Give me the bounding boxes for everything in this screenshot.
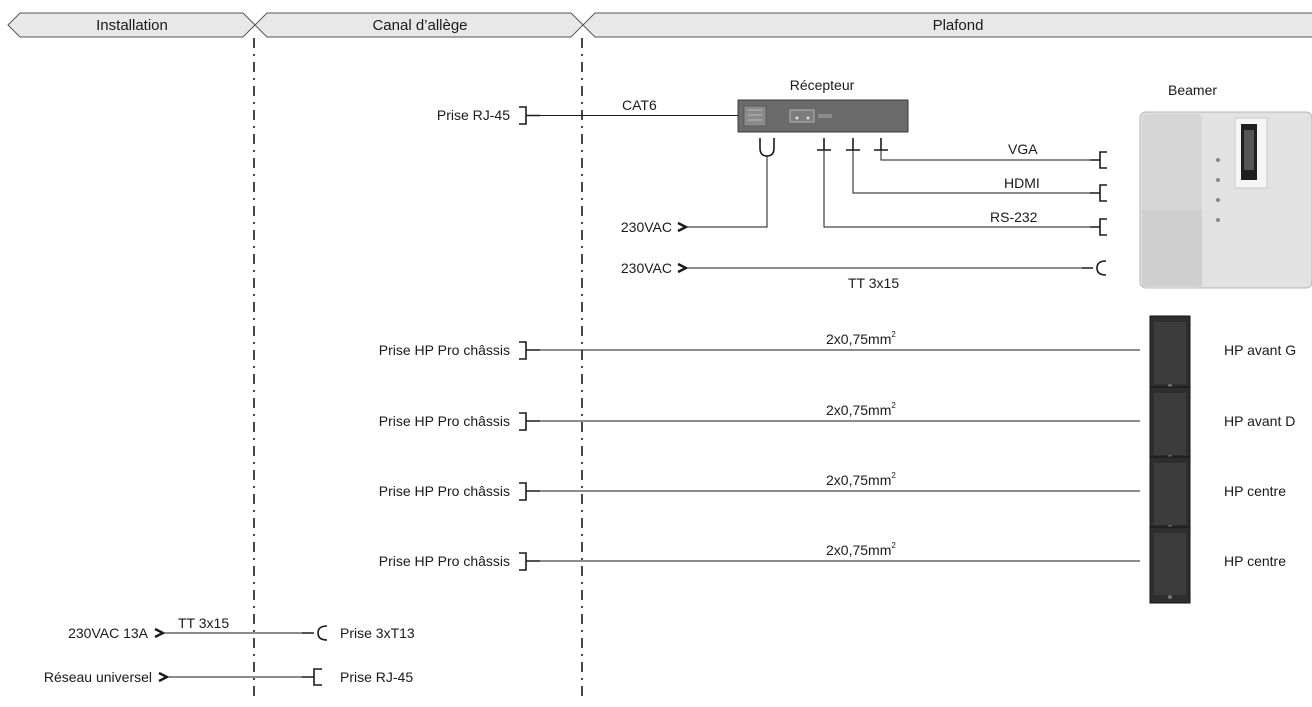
speaker-socket-symbol [519, 482, 540, 501]
speaker-cable-label: 2x0,75mm2 [826, 541, 896, 558]
speaker-socket-symbol [519, 341, 540, 360]
speaker-cable-label: 2x0,75mm2 [826, 471, 896, 488]
receiver-input-socket-label: Prise RJ-45 [437, 107, 510, 123]
receiver-front-panel [743, 105, 767, 127]
installation-power-socket: Prise 3xT13 [340, 625, 415, 641]
installation-network-source: Réseau universel [44, 669, 152, 685]
hdmi-connector [1090, 184, 1107, 202]
hdmi-cable [852, 150, 1090, 194]
speaker-name: HP centre [1224, 483, 1286, 499]
speaker-cable-label: 2x0,75mm2 [826, 330, 896, 347]
speaker-cable-spec: 2x0,75mm [826, 472, 891, 488]
speaker-grille [1154, 322, 1186, 384]
receiver-input-cable-label: CAT6 [622, 97, 657, 113]
speaker-grille [1154, 463, 1186, 525]
speaker-led [1168, 595, 1172, 599]
header-plafond-shape [582, 12, 1312, 38]
speaker-name: HP centre [1224, 553, 1286, 569]
header-canal: Canal d’allège [372, 17, 467, 34]
header-bar: Installation Canal d’allège Plafond [7, 12, 1312, 38]
speaker-name: HP avant D [1224, 413, 1295, 429]
speaker-cable-superscript: 2 [891, 541, 896, 550]
speaker-socket-label: Prise HP Pro châssis [379, 483, 510, 499]
installation-power-cable-label: TT 3x15 [178, 615, 229, 631]
speaker-name: HP avant G [1224, 342, 1296, 358]
speaker-grille [1154, 393, 1186, 455]
hdmi-label: HDMI [1004, 175, 1040, 191]
installation-power-source: 230VAC 13A [68, 625, 149, 641]
speaker-cable-superscript: 2 [891, 330, 896, 339]
speaker-cable-spec: 2x0,75mm [826, 331, 891, 347]
speaker-socket-label: Prise HP Pro châssis [379, 553, 510, 569]
beamer-power-label: 230VAC [621, 260, 672, 276]
beamer-group: Beamer [1139, 82, 1312, 289]
receiver-power-1-arrow [677, 221, 689, 233]
receiver-title: Récepteur [790, 77, 855, 93]
speaker-socket-symbol [519, 412, 540, 431]
header-plafond: Plafond [933, 17, 984, 34]
receiver-power-connector [759, 138, 775, 157]
speaker-cable-spec: 2x0,75mm [826, 402, 891, 418]
vga-cable [880, 150, 1090, 161]
receiver-power-1-label: 230VAC [621, 219, 672, 235]
receiver-port-panel [789, 109, 815, 123]
installation-network-arrow [158, 671, 170, 683]
receiver-input-socket-symbol [519, 106, 540, 125]
speaker-cable-label: 2x0,75mm2 [826, 401, 896, 418]
installation-network-connector [302, 668, 322, 686]
receiver-group: Récepteur [737, 77, 909, 133]
beamer-power-cable-label: TT 3x15 [848, 275, 899, 291]
speaker-cable-superscript: 2 [891, 401, 896, 410]
installation-network-socket: Prise RJ-45 [340, 669, 413, 685]
vga-label: VGA [1008, 141, 1038, 157]
rs232-cable [823, 150, 1090, 228]
beamer-title: Beamer [1168, 82, 1217, 98]
header-installation: Installation [96, 17, 168, 34]
rs232-label: RS-232 [990, 209, 1038, 225]
receiver-output-connectors [817, 138, 888, 151]
installation-power-connector [302, 625, 328, 641]
speaker-cable-spec: 2x0,75mm [826, 542, 891, 558]
beamer-power-connector [1082, 260, 1107, 276]
receiver-power-cable [712, 156, 768, 228]
speaker-socket-label: Prise HP Pro châssis [379, 413, 510, 429]
speaker-socket-symbol [519, 552, 540, 571]
speaker-grille [1154, 533, 1186, 595]
speaker-socket-label: Prise HP Pro châssis [379, 342, 510, 358]
beamer-power-arrow [677, 262, 689, 274]
vga-connector [1090, 151, 1107, 169]
rs232-connector [1090, 218, 1107, 236]
installation-power-arrow [154, 627, 166, 639]
speaker-cable-superscript: 2 [891, 471, 896, 480]
